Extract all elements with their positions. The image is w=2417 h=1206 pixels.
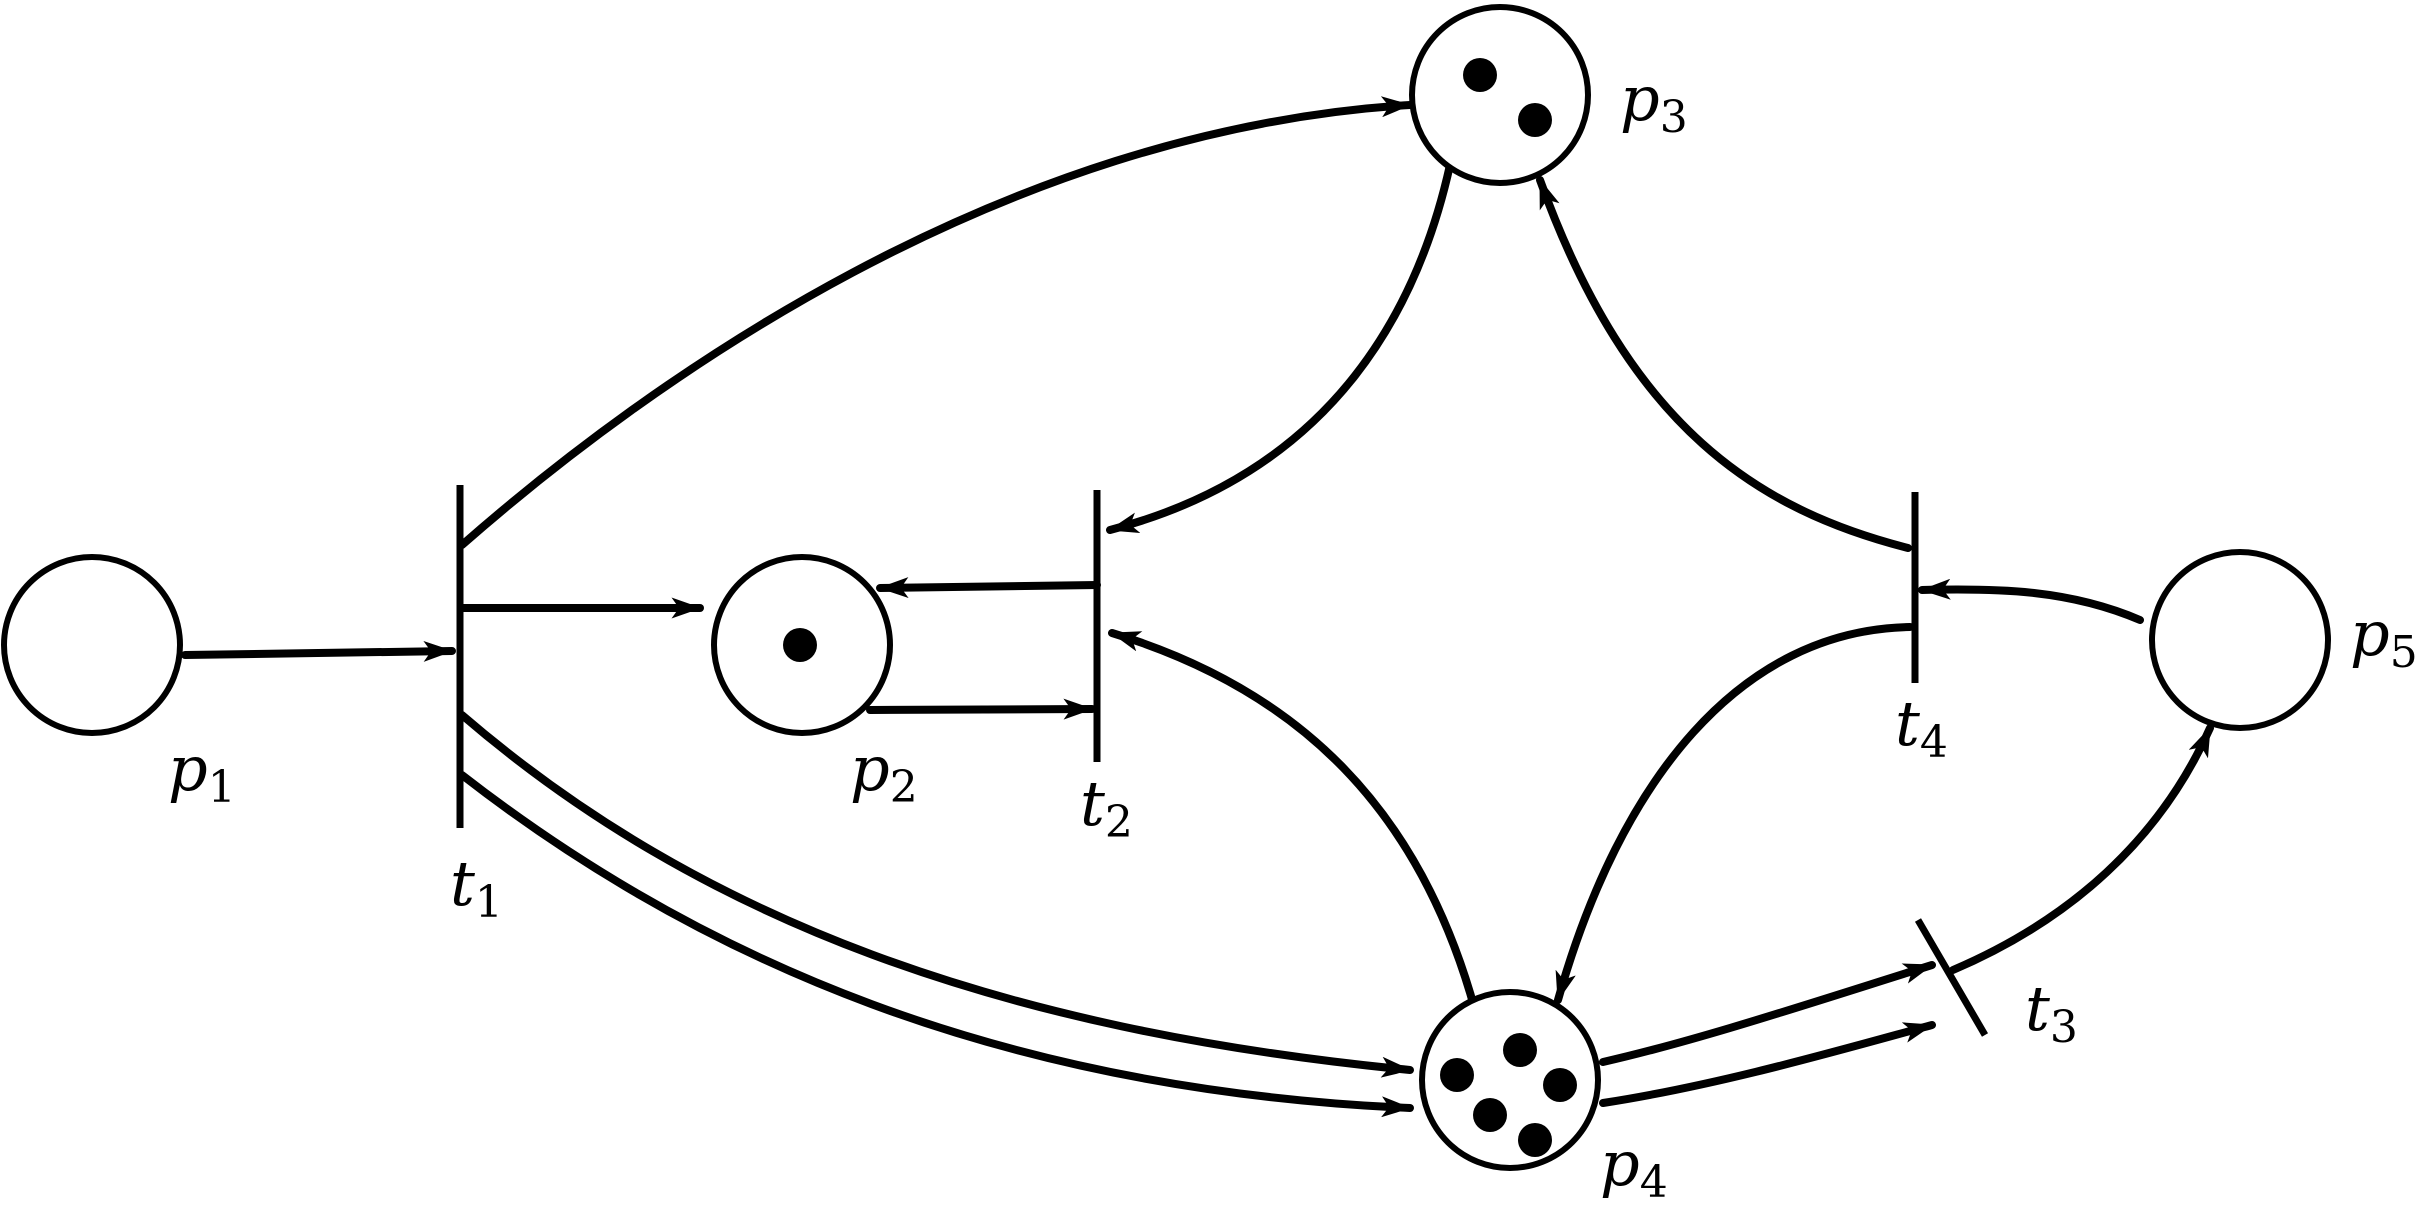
arc-p4-t3-a (1599, 961, 1936, 1066)
place-p2-label: p2 (850, 732, 918, 813)
token-p4-4 (1473, 1098, 1507, 1132)
token-p3-1 (1463, 58, 1497, 92)
place-p1-label: p1 (168, 732, 236, 813)
arc-p1-t1 (181, 640, 456, 662)
place-p5-label: p5 (2350, 597, 2417, 678)
arc-p3-t2 (1106, 161, 1454, 534)
token-p2-1 (783, 628, 817, 662)
place-p5-circle (2149, 549, 2331, 731)
token-p4-2 (1503, 1033, 1537, 1067)
transition-t3-bar (1914, 918, 1989, 1037)
place-p4-circle (1419, 989, 1601, 1171)
place-p3-circle (1409, 4, 1591, 186)
arc-t4-p3 (1536, 176, 1912, 552)
arc-t2-p2 (876, 577, 1101, 599)
place-p4-label: p4 (1600, 1127, 1668, 1206)
token-p4-3 (1543, 1068, 1577, 1102)
token-p4-5 (1518, 1123, 1552, 1157)
transition-t1-label: t1 (450, 847, 503, 928)
token-p4-1 (1440, 1058, 1474, 1092)
arc-t3-p5 (1949, 724, 2214, 974)
place-p1-circle (1, 554, 183, 736)
arc-t1-p4-b (458, 771, 1414, 1118)
transition-t4-label: t4 (1895, 687, 1948, 768)
arc-t4-p4 (1554, 623, 1914, 1004)
transition-t3-label: t3 (2025, 972, 2078, 1053)
arc-t1-p4-a (458, 711, 1414, 1078)
transition-t2-label: t2 (1080, 767, 1133, 848)
arc-p4-t2 (1108, 629, 1479, 1014)
arc-p4-t3-b (1599, 1021, 1936, 1107)
arc-p2-t2 (866, 698, 1096, 720)
arc-p5-t4 (1918, 578, 2144, 624)
arc-t1-p3 (458, 96, 1414, 549)
place-p3-label: p3 (1620, 62, 1688, 143)
token-p3-2 (1518, 103, 1552, 137)
